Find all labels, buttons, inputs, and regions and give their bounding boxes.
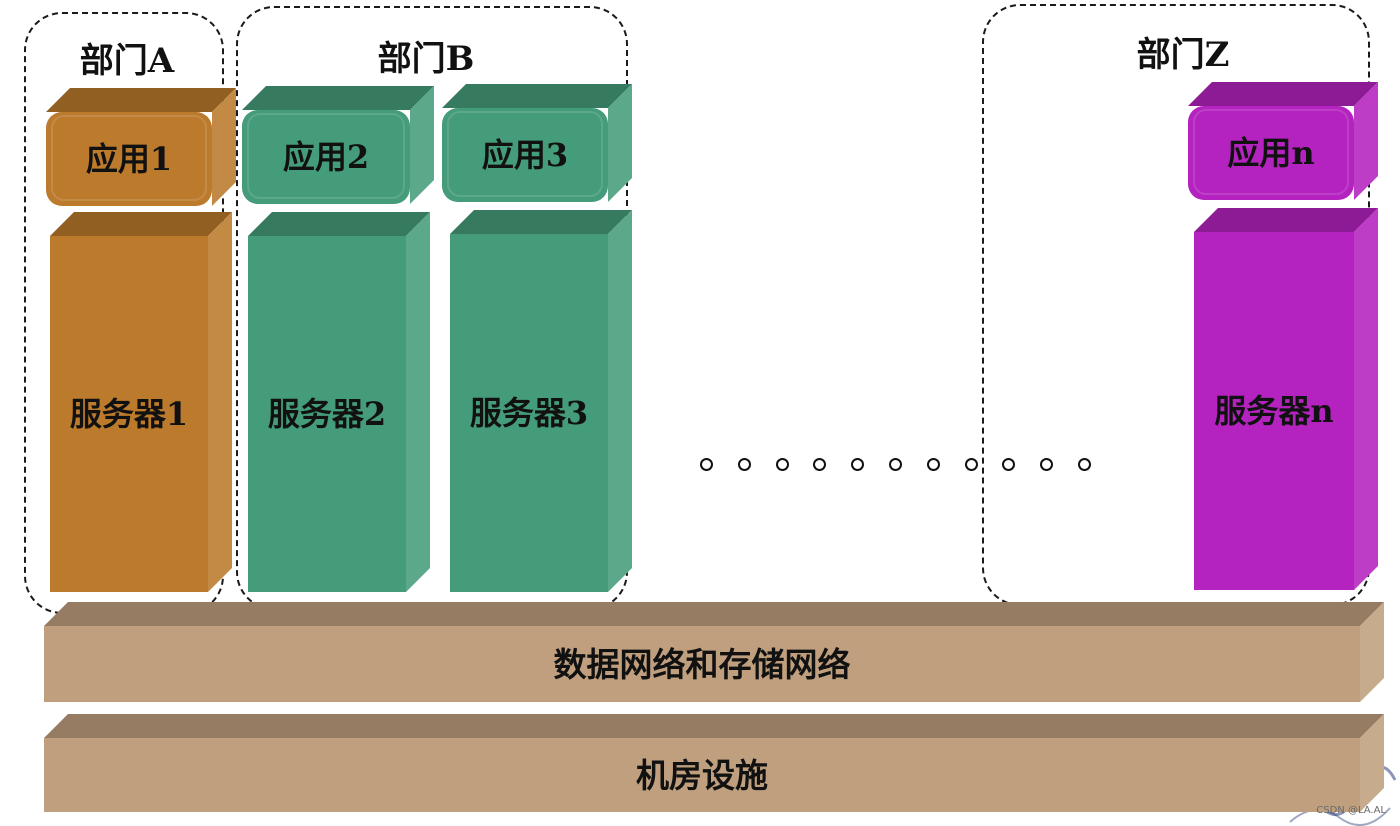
server-label-3: 服务器3 <box>469 394 589 432</box>
server-label-1: 服务器1 <box>69 395 189 433</box>
app-box-n: 应用n <box>1188 82 1378 200</box>
box-side-face <box>1354 208 1378 590</box>
box-top-face <box>242 86 434 110</box>
app-box-3: 应用3 <box>442 84 632 202</box>
box-front-face <box>44 626 1360 702</box>
box-top-face <box>44 714 1384 738</box>
box-front-face <box>46 112 212 206</box>
box-side-face <box>1354 82 1378 200</box>
box-side-face <box>406 212 430 592</box>
network-storage-label: 数据网络和存储网络 <box>553 644 851 684</box>
server-box-2: 服务器2 <box>248 212 430 592</box>
server-label-2: 服务器2 <box>267 395 387 433</box>
box-side-face <box>608 210 632 592</box>
box-front-face <box>50 236 208 592</box>
department-b-label: 部门B <box>377 39 475 79</box>
box-front-face <box>44 738 1360 812</box>
server-label-n: 服务器n <box>1214 392 1334 430</box>
ellipsis-dot <box>813 458 827 471</box>
box-side-face <box>208 212 232 592</box>
box-front-face <box>450 234 608 592</box>
server-box-1: 服务器1 <box>50 212 232 592</box>
box-front-face <box>248 236 406 592</box>
network-storage-layer: 数据网络和存储网络 <box>44 602 1384 702</box>
ellipsis-dot <box>926 458 940 471</box>
datacenter-facility-layer: 机房设施 <box>44 714 1384 812</box>
ellipsis-dots <box>700 458 1100 478</box>
box-front-bevel <box>1193 109 1349 195</box>
box-front-bevel <box>447 111 603 197</box>
ellipsis-dot <box>1078 458 1091 471</box>
ellipsis-dot <box>737 458 751 471</box>
box-top-face <box>1188 82 1378 106</box>
box-front-bevel <box>51 115 207 201</box>
box-top-face <box>1194 208 1378 232</box>
box-front-face <box>442 108 608 202</box>
box-side-face <box>212 88 236 206</box>
datacenter-facility-label: 机房设施 <box>636 755 768 795</box>
box-front-face <box>1194 232 1354 590</box>
ellipsis-dot <box>775 458 789 471</box>
box-side-face <box>1360 714 1384 812</box>
box-front-bevel <box>247 113 405 199</box>
box-side-face <box>410 86 434 204</box>
ellipsis-dot <box>1040 458 1054 471</box>
department-z-label: 部门Z <box>1136 35 1230 75</box>
watermark: CSDN @LA.AL <box>1316 805 1386 816</box>
box-top-face <box>248 212 430 236</box>
ellipsis-dot <box>1002 458 1016 471</box>
app-label-n: 应用n <box>1227 134 1315 172</box>
app-box-2: 应用2 <box>242 86 434 204</box>
server-box-n: 服务器n <box>1194 208 1378 590</box>
ellipsis-dot <box>889 458 902 471</box>
ellipsis-dot <box>964 458 978 471</box>
app-label-1: 应用1 <box>85 140 173 178</box>
app-label-3: 应用3 <box>481 136 569 174</box>
ellipsis-dot <box>851 458 865 471</box>
box-top-face <box>46 88 236 112</box>
app-box-1: 应用1 <box>46 88 236 206</box>
box-side-face <box>608 84 632 202</box>
box-side-face <box>1360 602 1384 702</box>
server-box-3: 服务器3 <box>450 210 632 592</box>
box-top-face <box>44 602 1384 626</box>
box-top-face <box>450 210 632 234</box>
department-a-label: 部门A <box>79 41 175 81</box>
box-top-face <box>50 212 232 236</box>
box-front-face <box>1188 106 1354 200</box>
app-label-2: 应用2 <box>282 138 370 176</box>
box-front-face <box>242 110 410 204</box>
box-top-face <box>442 84 632 108</box>
ellipsis-dot <box>700 458 713 471</box>
